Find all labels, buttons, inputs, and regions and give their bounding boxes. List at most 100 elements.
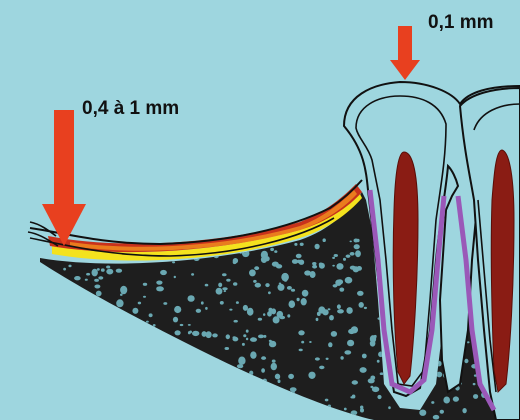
bone-pore xyxy=(281,273,289,281)
bone-pore xyxy=(222,273,227,276)
bone-pore xyxy=(132,308,138,314)
bone-pore xyxy=(419,410,426,416)
bone-pore xyxy=(237,364,243,368)
bone-pore xyxy=(261,256,267,263)
bone-pore xyxy=(249,269,256,276)
bone-pore xyxy=(336,263,343,270)
bone-pore xyxy=(288,374,294,379)
bone-pore xyxy=(353,266,360,272)
bone-pore xyxy=(318,306,325,313)
bone-pore xyxy=(226,279,230,282)
bone-pore xyxy=(120,286,127,295)
bone-pore xyxy=(74,276,81,280)
bone-pore xyxy=(98,276,103,279)
bone-pore xyxy=(116,269,122,273)
bone-pore xyxy=(96,291,102,297)
bone-pore xyxy=(289,300,296,308)
bone-pore xyxy=(431,401,434,404)
bone-pore xyxy=(243,334,246,337)
bone-pore xyxy=(278,379,281,383)
bone-pore xyxy=(279,283,282,285)
bone-pore xyxy=(242,343,245,346)
bone-pore xyxy=(453,396,459,401)
bone-pore xyxy=(97,268,100,271)
bone-pore xyxy=(332,265,335,267)
bone-pore xyxy=(350,396,354,398)
bone-pore xyxy=(370,335,376,343)
bone-pore xyxy=(291,289,295,292)
bone-pore xyxy=(216,288,223,295)
bone-pore xyxy=(329,315,334,320)
bone-pore xyxy=(332,257,335,259)
bone-pore xyxy=(149,313,153,317)
bone-pore xyxy=(331,331,337,337)
bone-pore xyxy=(388,406,391,409)
bone-pore xyxy=(473,394,478,399)
bone-pore xyxy=(85,279,88,281)
bone-pore xyxy=(174,276,176,278)
bone-pore xyxy=(296,254,302,259)
bone-pore xyxy=(138,302,141,305)
bone-pore xyxy=(261,356,266,360)
bone-pore xyxy=(278,284,285,291)
bone-pore xyxy=(343,258,346,261)
bone-pore xyxy=(319,263,323,267)
bone-pore xyxy=(340,356,343,360)
bone-pore xyxy=(101,268,105,271)
bone-pore xyxy=(319,366,324,370)
bone-pore xyxy=(337,309,344,313)
bone-pore xyxy=(350,241,352,243)
bone-pore xyxy=(310,271,316,278)
bone-pore xyxy=(222,287,227,290)
bone-pore xyxy=(233,336,237,339)
bone-pore xyxy=(94,285,100,289)
bone-pore xyxy=(229,309,232,311)
bone-pore xyxy=(297,298,300,301)
bone-pore xyxy=(301,341,304,344)
bone-pore xyxy=(279,316,285,320)
bone-pore xyxy=(269,341,276,348)
bone-pore xyxy=(345,277,353,284)
bone-pore xyxy=(337,279,343,284)
bone-pore xyxy=(440,410,444,414)
bone-pore xyxy=(355,250,361,257)
bone-pore xyxy=(297,260,300,264)
bone-pore xyxy=(271,308,276,314)
bone-pore xyxy=(287,314,290,317)
bone-pore xyxy=(339,288,344,292)
bone-pore xyxy=(301,298,307,305)
bone-pore xyxy=(354,244,360,249)
bone-pore xyxy=(246,338,248,341)
bone-pore xyxy=(312,265,317,269)
bone-pore xyxy=(220,301,224,305)
bone-pore xyxy=(377,360,380,363)
bone-pore xyxy=(233,282,237,286)
bone-pore xyxy=(377,395,381,399)
bone-pore xyxy=(354,239,359,243)
bone-pore xyxy=(191,273,194,276)
bone-pore xyxy=(86,273,90,276)
bone-pore xyxy=(258,318,262,321)
bone-pore xyxy=(294,243,297,246)
bone-pore xyxy=(218,283,222,288)
bone-pore xyxy=(225,347,230,350)
bone-pore xyxy=(156,286,164,291)
bone-pore xyxy=(196,309,201,313)
bone-pore xyxy=(263,335,266,338)
bone-pore xyxy=(433,416,436,419)
bone-pore xyxy=(263,313,265,316)
bone-pore xyxy=(380,372,384,375)
bone-pore xyxy=(298,330,304,335)
bone-pore xyxy=(272,360,276,363)
bone-pore xyxy=(106,269,113,275)
bone-pore xyxy=(270,248,274,251)
bone-pore xyxy=(254,266,259,270)
bone-pore xyxy=(116,299,123,307)
bone-pore xyxy=(188,295,195,302)
bone-pore xyxy=(346,307,352,314)
bone-pore xyxy=(347,340,354,347)
bone-pore xyxy=(274,250,277,253)
bone-pore xyxy=(328,342,332,347)
bone-pore xyxy=(226,334,230,339)
